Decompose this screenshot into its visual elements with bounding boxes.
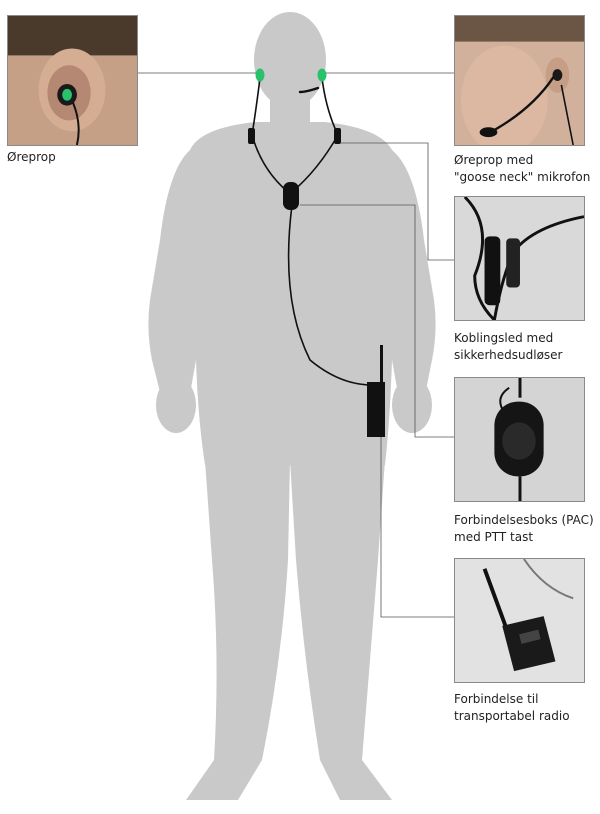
caption-line: Forbindelsesboks (PAC)	[454, 512, 594, 529]
coupling-closeup-photo	[454, 196, 585, 321]
caption-ear-plug: Øreprop	[7, 149, 56, 166]
pac-closeup-photo	[454, 377, 585, 502]
caption-line: Øreprop	[7, 149, 56, 166]
caption-pac: Forbindelsesboks (PAC) med PTT tast	[454, 512, 594, 546]
caption-line: transportabel radio	[454, 708, 570, 725]
caption-radio: Forbindelse til transportabel radio	[454, 691, 570, 725]
caption-ear-plug-mic: Øreprop med "goose neck" mikrofon	[454, 152, 590, 186]
right-earpiece-icon	[318, 69, 327, 82]
caption-line: Koblingsled med	[454, 330, 563, 347]
right-coupling-connector	[334, 128, 341, 144]
caption-line: "goose neck" mikrofon	[454, 169, 590, 186]
left-earpiece-icon	[256, 69, 265, 82]
radio-antenna	[380, 345, 383, 385]
person-silhouette	[148, 12, 435, 800]
caption-line: Øreprop med	[454, 152, 590, 169]
radio-closeup-photo	[454, 558, 585, 683]
radio-body-icon	[367, 382, 385, 437]
mouth-mic-closeup-photo	[454, 15, 585, 146]
caption-line: Forbindelse til	[454, 691, 570, 708]
caption-line: sikkerhedsudløser	[454, 347, 563, 364]
ear-closeup-photo	[7, 15, 138, 146]
caption-line: med PTT tast	[454, 529, 594, 546]
pac-box-icon	[283, 182, 299, 210]
caption-coupling: Koblingsled med sikkerhedsudløser	[454, 330, 563, 364]
left-coupling-connector	[248, 128, 255, 144]
